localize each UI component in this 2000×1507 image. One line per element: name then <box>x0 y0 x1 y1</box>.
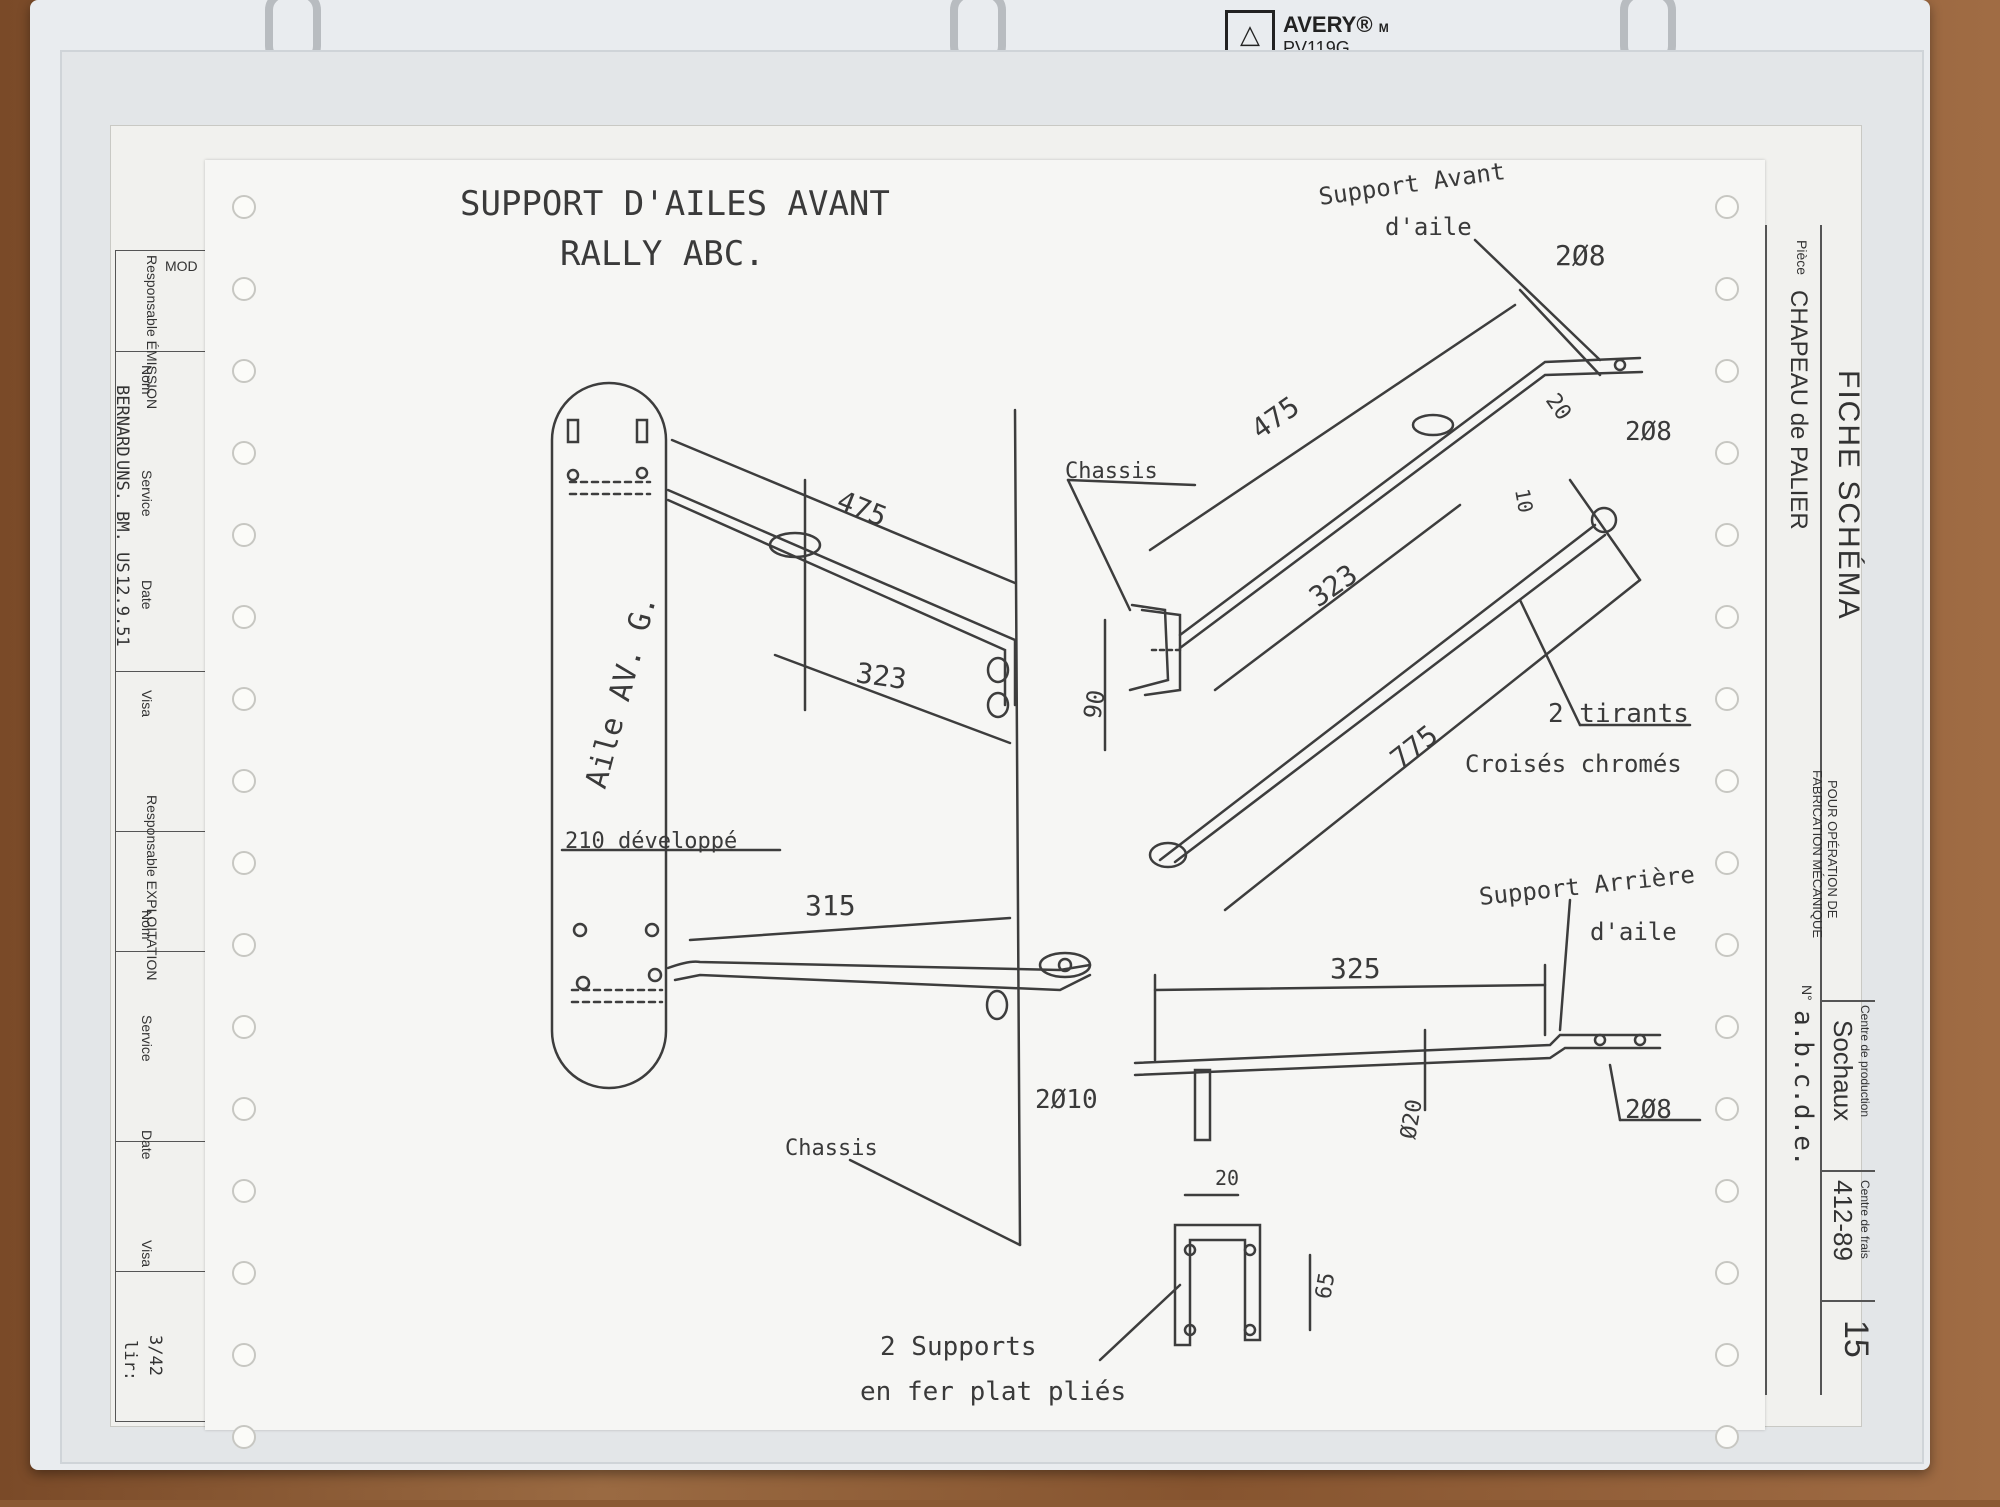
dim-20-top: 20 <box>1540 389 1576 425</box>
drawing-title-line2: RALLY ABC. <box>560 234 765 274</box>
rear-support-bar <box>666 960 1092 972</box>
dim-208-mid: 2Ø8 <box>1625 417 1672 447</box>
wing-label: Aile AV. G. <box>579 591 664 792</box>
dim-line-315 <box>688 916 1012 942</box>
front-support-label-1: Support Avant <box>1317 157 1507 211</box>
dim-20-rear: Ø20 <box>1396 1098 1428 1141</box>
drawing-title-line1: SUPPORT D'AILES AVANT <box>460 184 890 224</box>
dim-325: 325 <box>1330 952 1381 985</box>
avery-brand: AVERY® M <box>1283 11 1389 37</box>
dim-208-bottom: 2Ø8 <box>1625 1095 1672 1125</box>
rear-support-right <box>1133 1033 1662 1065</box>
front-support-label-2: d'aile <box>1385 213 1472 241</box>
rear-support-label-2: d'aile <box>1590 918 1677 946</box>
tie-rods-label-1: 2 tirants <box>1548 699 1689 729</box>
dim-10: 10 <box>1510 487 1538 515</box>
dim-line-323-left <box>773 653 1012 745</box>
dim-323-left: 323 <box>854 656 909 696</box>
dim-775: 775 <box>1384 718 1444 775</box>
front-support-long <box>1178 356 1642 637</box>
title-block <box>1765 225 1877 1395</box>
perforation-holes-left <box>232 195 256 1507</box>
dim-line-323-right <box>1213 503 1462 692</box>
chassis-bracket <box>1140 608 1182 697</box>
dim-315: 315 <box>805 889 856 922</box>
developed-label: 210 développé <box>565 829 737 854</box>
dim-line-475-left <box>670 438 1017 585</box>
tie-rod <box>1158 523 1597 862</box>
wing-slot <box>635 418 649 444</box>
dim-208-top: 2Ø8 <box>1555 239 1606 272</box>
dim-65: 65 <box>1311 1271 1340 1301</box>
wing-bolt <box>635 466 649 480</box>
wing-slot <box>566 418 580 444</box>
flat-supports-label-2: en fer plat pliés <box>860 1377 1126 1407</box>
perforation-holes-right <box>1715 195 1739 1507</box>
dim-2010: 2Ø10 <box>1035 1085 1098 1115</box>
wing-bolt <box>566 468 580 482</box>
rear-support-label-1: Support Arrière <box>1478 860 1696 911</box>
tie-rods-label-2: Croisés chromés <box>1465 750 1682 778</box>
flat-iron-bracket <box>1173 1223 1262 1347</box>
dim-20-bracket: 20 <box>1215 1166 1239 1190</box>
dim-line-325 <box>1153 983 1547 992</box>
chassis-line <box>1013 408 1022 1247</box>
drawing-sheet <box>205 160 1765 1430</box>
chassis-label-top: Chassis <box>1065 459 1158 484</box>
flat-supports-label-1: 2 Supports <box>880 1332 1037 1362</box>
mod-label: MOD <box>165 258 198 274</box>
dim-323-right: 323 <box>1303 558 1363 614</box>
dim-line-475-right <box>1148 303 1517 552</box>
wing-outline <box>550 381 668 1090</box>
dim-line-775 <box>1223 578 1642 912</box>
dim-475-left: 475 <box>832 484 891 534</box>
dim-90: 90 <box>1078 688 1111 721</box>
chassis-label-bottom: Chassis <box>785 1136 878 1161</box>
front-support-bar <box>666 488 1017 707</box>
dim-475-right: 475 <box>1245 390 1305 446</box>
